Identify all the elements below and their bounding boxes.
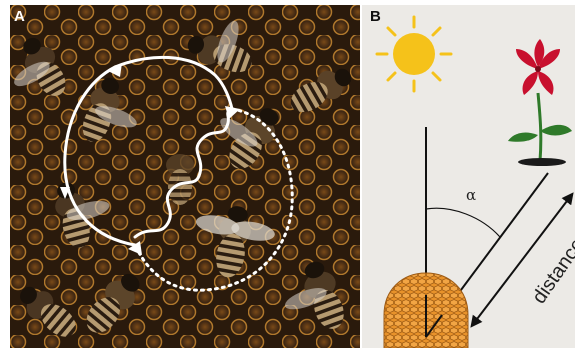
angle-label: α (466, 186, 476, 204)
sun-icon (377, 17, 451, 91)
waggle-dance-photo: A (10, 5, 360, 348)
direction-distance-schematic: α distance (362, 5, 575, 348)
honeycomb-photo-illustration (10, 5, 360, 348)
panel-label-b: B (370, 8, 381, 25)
schematic-panel: α distance B (362, 5, 575, 348)
panel-label-a: A (14, 8, 25, 25)
bee (166, 154, 194, 205)
